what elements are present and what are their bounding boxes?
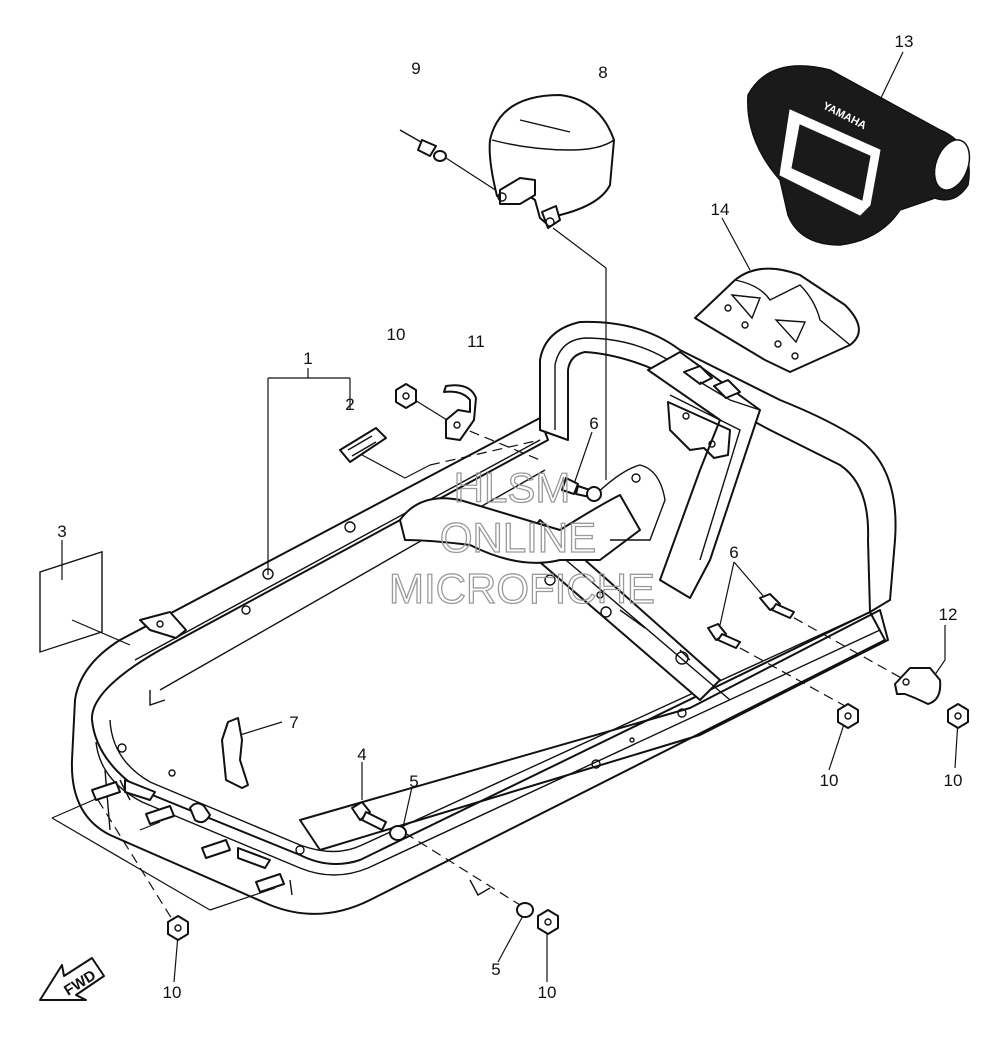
part-10-nuts xyxy=(167,383,969,941)
callout-10a: 10 xyxy=(387,325,406,344)
callout-4: 4 xyxy=(357,745,366,764)
callout-2: 2 xyxy=(345,395,354,414)
handle-pole xyxy=(399,320,897,613)
part-2-plate xyxy=(339,427,387,463)
part-4-bolt xyxy=(351,801,387,831)
callout-6a: 6 xyxy=(589,414,598,433)
part-13-cover: YAMAHA xyxy=(747,65,971,246)
callout-12: 12 xyxy=(939,605,958,624)
callouts: 1 2 3 4 5 5 6 6 7 8 9 10 10 10 10 10 11 … xyxy=(57,32,962,1002)
callout-9: 9 xyxy=(411,59,420,78)
part-9-pin xyxy=(399,129,447,162)
watermark-line2: ONLINE xyxy=(440,514,596,561)
part-12-clamp xyxy=(894,667,942,705)
fwd-arrow: FWD xyxy=(39,957,105,1001)
part-14-bracket xyxy=(694,267,860,373)
callout-6b: 6 xyxy=(729,543,738,562)
callout-1: 1 xyxy=(303,349,312,368)
callout-10c: 10 xyxy=(944,771,963,790)
studs xyxy=(91,781,285,893)
part-7-clip xyxy=(221,717,249,789)
watermark-line1: HLSM xyxy=(454,464,571,511)
callout-11: 11 xyxy=(467,332,485,351)
callout-8: 8 xyxy=(598,63,607,82)
callout-13: 13 xyxy=(895,32,914,51)
watermark: HLSM ONLINE MICROFICHE xyxy=(388,463,655,612)
part-6-bolts xyxy=(561,477,795,649)
frame xyxy=(70,417,889,915)
callout-5a: 5 xyxy=(409,772,418,791)
part-8-pad xyxy=(488,94,615,229)
callout-10e: 10 xyxy=(538,983,557,1002)
callout-10b: 10 xyxy=(820,771,839,790)
watermark-line3: MICROFICHE xyxy=(389,565,655,612)
callout-14: 14 xyxy=(711,200,730,219)
callout-10d: 10 xyxy=(163,983,182,1002)
callout-5b: 5 xyxy=(491,960,500,979)
part-5-washer-b xyxy=(516,902,534,918)
callout-7: 7 xyxy=(289,713,298,732)
part-11-clamp xyxy=(443,384,477,441)
part-5-washer-a xyxy=(389,825,407,841)
part-3-label xyxy=(39,550,103,653)
callout-3: 3 xyxy=(57,522,66,541)
